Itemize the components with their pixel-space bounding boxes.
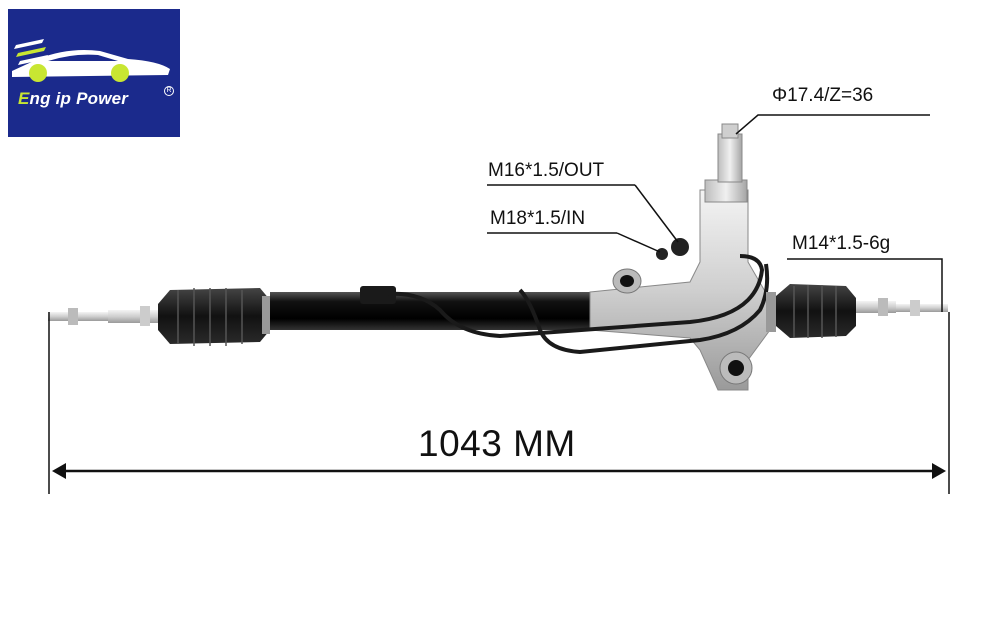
arrow-right-icon [932,463,946,479]
dimension-line [48,312,950,494]
valve-housing [589,123,771,391]
brand-name: Eng ip Power [18,89,129,108]
sensor-connector [360,286,396,304]
right-boot [766,284,856,338]
left-tie-rod [48,306,163,326]
left-boot [158,288,270,346]
car-logo-icon [12,39,170,82]
hydraulic-lines [387,254,770,355]
brand-logo: Eng ip Power R [8,9,180,137]
outlet-callout: M16*1.5/OUT [488,160,605,181]
rack-tube [270,292,600,330]
overall-length-label: 1043 MM [418,423,576,464]
thread-callout: M14*1.5-6g [792,233,891,254]
spline-callout: Φ17.4/Z=36 [772,85,874,106]
arrow-left-icon [52,463,66,479]
registered-mark: R [164,86,174,96]
right-tie-rod [856,298,948,316]
callout-leaders [487,114,943,312]
inlet-callout: M18*1.5/IN [490,208,586,229]
